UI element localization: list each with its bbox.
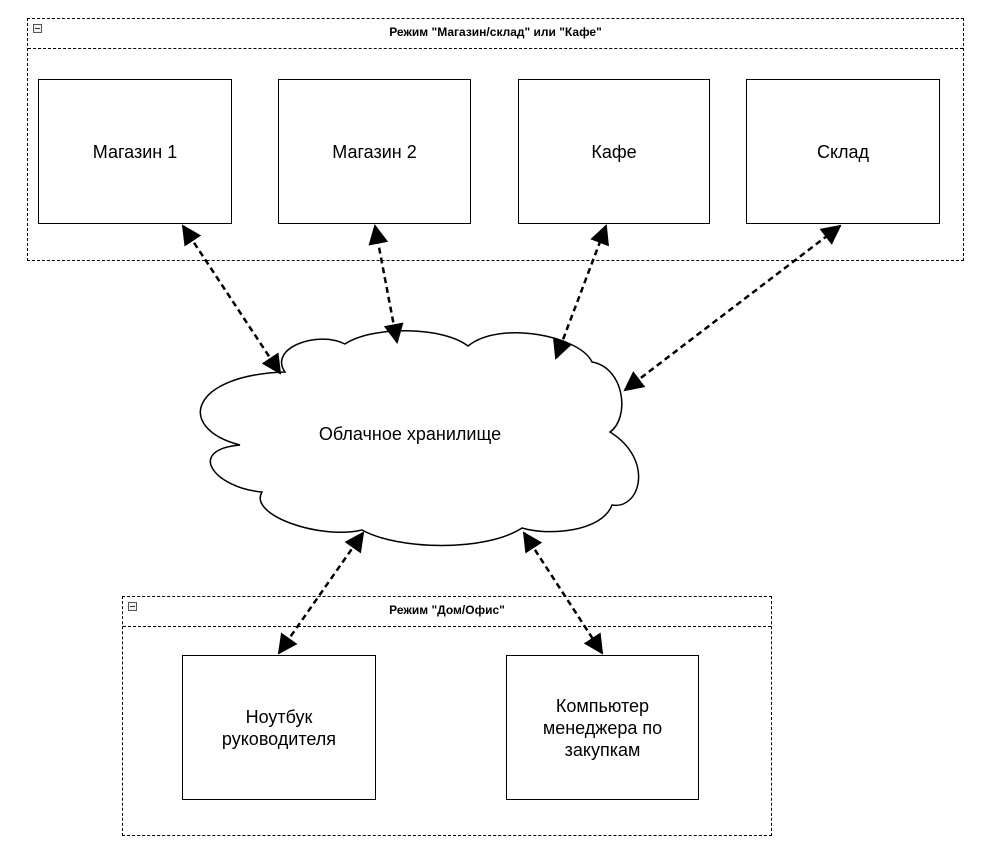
node-purchasing-pc[interactable]: Компьютер менеджера по закупкам <box>506 655 699 800</box>
node-store-1[interactable]: Магазин 1 <box>38 79 232 224</box>
group-header: Режим "Магазин/склад" или "Кафе" <box>28 19 963 49</box>
connector-warehouse[interactable] <box>623 224 842 392</box>
node-store-2[interactable]: Магазин 2 <box>278 79 471 224</box>
collapse-icon[interactable] <box>128 602 137 611</box>
node-cafe[interactable]: Кафе <box>518 79 710 224</box>
connector-laptop[interactable] <box>277 531 365 655</box>
node-label: Кафе <box>591 141 637 162</box>
node-label: Компьютер менеджера по закупкам <box>542 695 663 760</box>
node-label: Ноутбук руководителя <box>221 706 337 749</box>
connector-pc[interactable] <box>522 531 604 655</box>
cloud-label: Облачное хранилище <box>318 424 502 444</box>
node-manager-laptop[interactable]: Ноутбук руководителя <box>182 655 376 800</box>
node-label: Магазин 2 <box>332 141 417 162</box>
group-store-warehouse-cafe[interactable]: Режим "Магазин/склад" или "Кафе" <box>27 18 964 261</box>
collapse-icon[interactable] <box>33 24 42 33</box>
node-label: Магазин 1 <box>92 141 178 162</box>
connector-cafe[interactable] <box>553 224 609 360</box>
group-title: Режим "Дом/Офис" <box>389 603 505 617</box>
node-warehouse[interactable]: Склад <box>746 79 940 224</box>
group-header: Режим "Дом/Офис" <box>123 597 771 627</box>
group-title: Режим "Магазин/склад" или "Кафе" <box>389 25 602 39</box>
node-label: Склад <box>816 141 870 162</box>
group-home-office[interactable]: Режим "Дом/Офис" <box>122 596 772 836</box>
cloud-shape[interactable] <box>199 330 640 547</box>
